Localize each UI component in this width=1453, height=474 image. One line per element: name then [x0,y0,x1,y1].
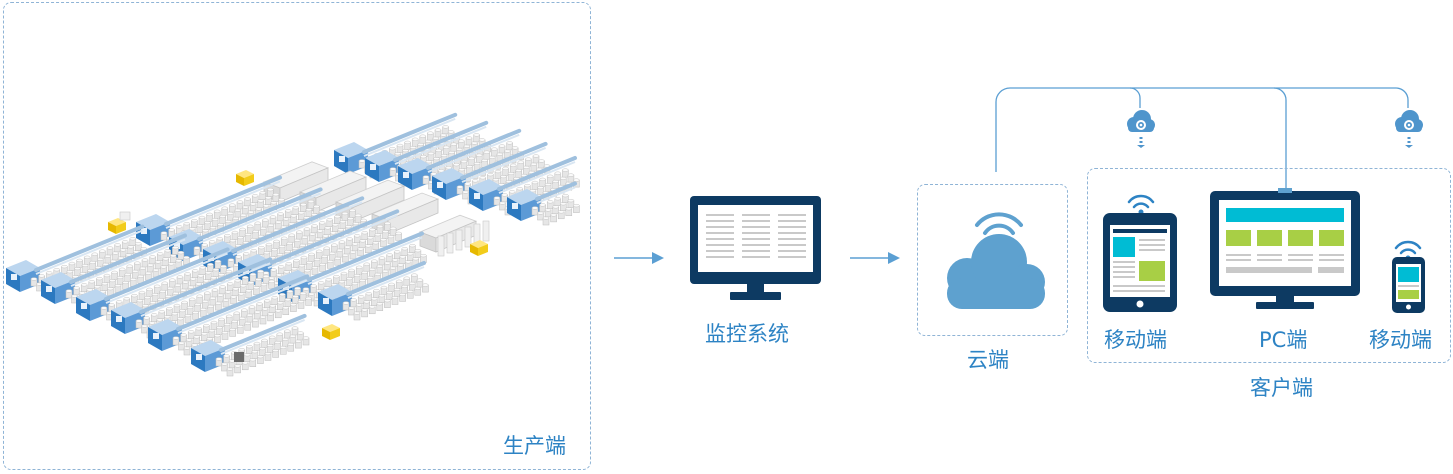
monitoring-label: 监控系统 [705,322,789,346]
production-label: 生产端 [503,434,566,458]
mobile-right-label: 移动端 [1369,328,1432,352]
arrow-right-icon [614,252,664,264]
desktop-pc-icon [1210,188,1360,309]
cloud-connection-lines [995,87,1409,190]
cloud-wifi-icon [947,212,1045,309]
client-label: 客户端 [1250,376,1313,400]
cloud-gear-icon [1395,110,1423,148]
tablet-icon [1103,213,1177,312]
monitor-icon [690,196,821,300]
smartphone-icon [1392,257,1425,313]
arrow-right-icon [850,252,900,264]
client-box [1087,168,1451,363]
cloud-box [917,184,1068,336]
factory-illustration [6,112,580,377]
production-box [3,2,591,470]
cloud-gear-icon [1127,110,1155,148]
cloud-label: 云端 [967,348,1009,372]
pc-label: PC端 [1259,328,1308,352]
mobile-left-label: 移动端 [1104,328,1167,352]
